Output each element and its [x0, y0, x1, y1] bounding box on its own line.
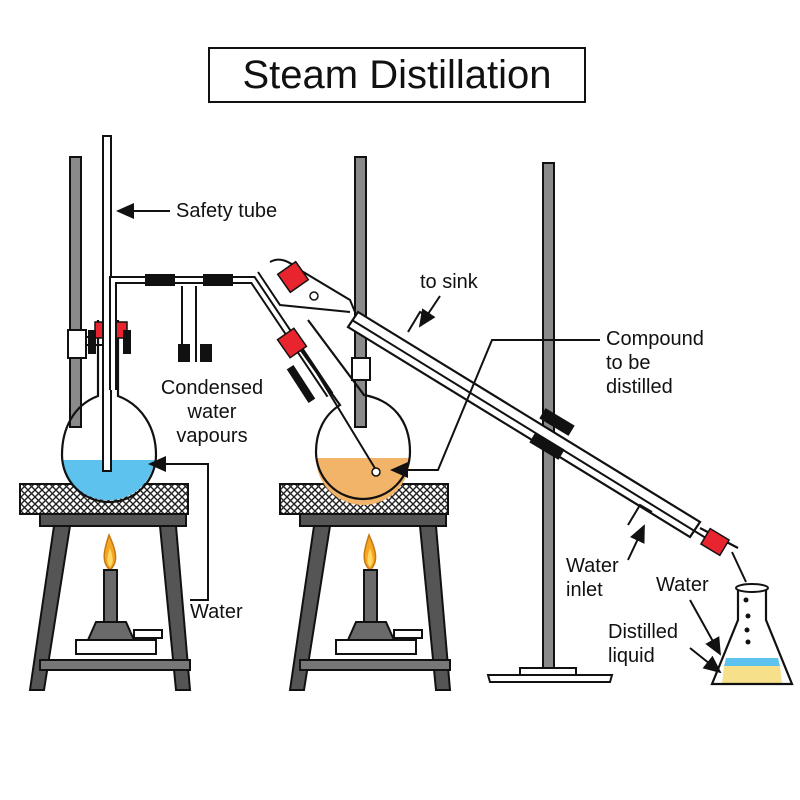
label-to-sink: to sink	[420, 271, 478, 293]
label-line: Water	[566, 555, 619, 577]
label-condensed-water-vapours: Condensed water vapours	[150, 376, 274, 448]
bunsen-burner-left	[75, 532, 163, 655]
label-line: water	[187, 401, 237, 423]
label-safety-tube: Safety tube	[176, 200, 278, 222]
label-distilled-liquid: Distilled liquid	[608, 620, 678, 668]
label-arrows	[116, 203, 722, 674]
receiver-flask	[710, 583, 794, 686]
label-water: Water	[190, 601, 243, 623]
label-line: distilled	[606, 376, 673, 398]
retort-stand-middle	[351, 156, 371, 428]
distillation-flask	[276, 319, 412, 505]
retort-stand-left	[67, 156, 115, 428]
bunsen-burner-middle	[335, 532, 423, 655]
label-water-inlet: Water inlet	[566, 554, 619, 602]
label-line: vapours	[176, 425, 248, 447]
label-line: liquid	[608, 645, 655, 667]
label-line: Compound	[606, 328, 704, 350]
label-line: Distilled	[608, 621, 679, 643]
label-line: to be	[606, 352, 651, 374]
label-line: inlet	[566, 579, 603, 601]
still-head	[257, 258, 356, 313]
liebig-condenser	[346, 310, 747, 583]
label-compound-to-be-distilled: Compound to be distilled	[606, 327, 704, 399]
label-line: Condensed	[160, 377, 264, 399]
diagram-title-box: Steam Distillation	[208, 47, 586, 103]
diagram-title: Steam Distillation	[242, 52, 552, 97]
label-receiver-water: Water	[656, 574, 709, 596]
